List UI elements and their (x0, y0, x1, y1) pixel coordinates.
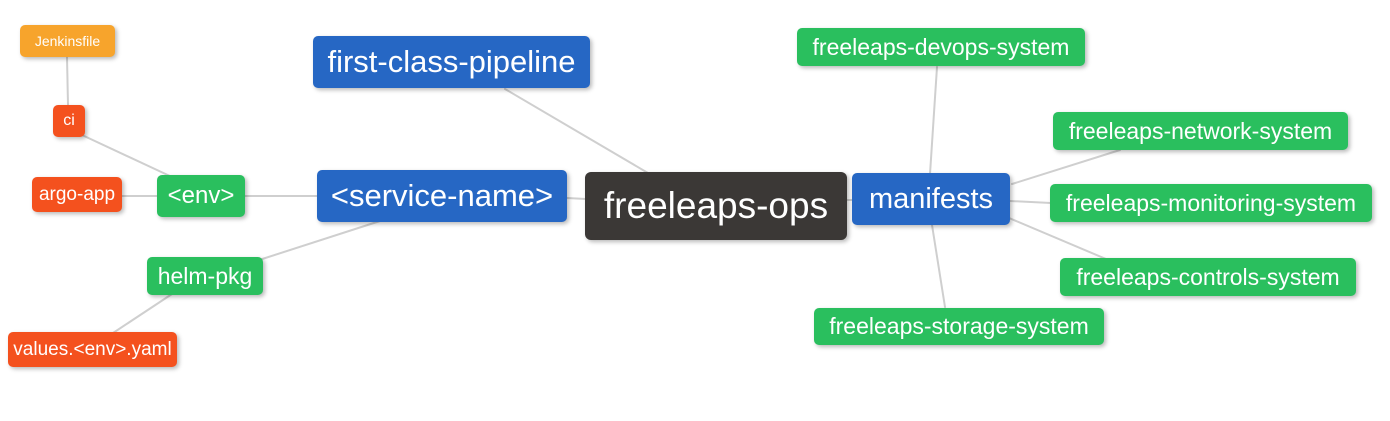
edge-manifests-storage (931, 224, 946, 308)
edge-service-name-freeleaps-ops (566, 197, 587, 200)
node-jenkinsfile[interactable]: Jenkinsfile (20, 25, 115, 57)
node-freeleaps-ops-root[interactable]: freeleaps-ops (585, 172, 847, 240)
edge-ci-env (81, 134, 173, 178)
node-values-env-yaml[interactable]: values.<env>.yaml (8, 332, 177, 367)
node-service-name[interactable]: <service-name> (317, 170, 567, 222)
node-ci[interactable]: ci (53, 105, 85, 137)
node-argo-app[interactable]: argo-app (32, 177, 122, 212)
edge-helm-pkg-values (112, 293, 173, 334)
node-helm-pkg[interactable]: helm-pkg (147, 257, 263, 295)
node-first-class-pipeline[interactable]: first-class-pipeline (313, 36, 590, 88)
edge-manifests-devops (929, 66, 938, 175)
edge-pipeline-freeleaps-ops (504, 88, 649, 174)
edge-manifests-controls (1008, 217, 1107, 260)
edge-manifests-monitoring (1009, 200, 1052, 204)
node-env[interactable]: <env> (157, 175, 245, 217)
node-freeleaps-controls-system[interactable]: freeleaps-controls-system (1060, 258, 1356, 296)
edge-manifests-network (1011, 149, 1121, 185)
node-freeleaps-monitoring-system[interactable]: freeleaps-monitoring-system (1050, 184, 1372, 222)
node-freeleaps-storage-system[interactable]: freeleaps-storage-system (814, 308, 1104, 345)
edge-service-name-helm-pkg (255, 220, 381, 262)
node-manifests[interactable]: manifests (852, 173, 1010, 225)
node-freeleaps-network-system[interactable]: freeleaps-network-system (1053, 112, 1348, 150)
node-freeleaps-devops-system[interactable]: freeleaps-devops-system (797, 28, 1085, 66)
edge-jenkinsfile-ci (66, 56, 69, 106)
